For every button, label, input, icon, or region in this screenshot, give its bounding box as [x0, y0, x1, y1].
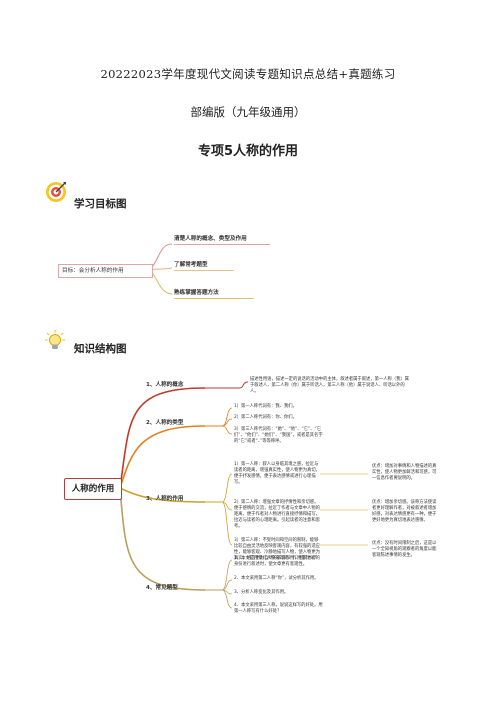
question-type-2: 2、本文采用第二人称“你”，试分析其作用。 [234, 576, 319, 581]
branch-label-functions: 3、人称的作用 [146, 496, 184, 502]
topic-title: 专项5人称的作用 [197, 144, 299, 159]
types-item-1: 1）第一人称代词有：我、我们。 [234, 404, 297, 409]
function-note-3: 优点：没有时间限制之后，这是以一个全知视角的观察者的角度以能客观陈述事情的发生。 [372, 541, 437, 558]
branch-label-question-types: 4、常见题型 [146, 585, 178, 591]
goal-branch-2: 了解常考题型 [174, 260, 234, 271]
structure-root-node: 人称的作用 [64, 478, 122, 500]
branch-label-concept: 1、人称的概念 [146, 382, 184, 388]
structure-heading: 知识结构图 [74, 343, 127, 355]
function-note-2: 优点：增加亲切感。该称方法使读者更好理解作者，对被叙述者增加好感，对表达情感更有… [372, 500, 437, 523]
function-note-1: 优点：增加对事情和人物描述的真实性，使人物更加鲜活和可感，可一信息作者要说明的。 [372, 464, 437, 481]
doc-title-line1: 20222023学年度现代文阅读专题知识点总结+真题练习 [100, 67, 396, 81]
lightbulb-icon [44, 329, 66, 351]
question-type-4: 4、本文采用第三人称，说说这样写的好处。用第一人称写有什么好处？ [234, 603, 323, 614]
goals-heading: 学习目标图 [74, 198, 127, 210]
function-item-1: 1）第一人称：叙人以身临其境之感，拉近与读者的距离，增强真实性，使人物更为真切，… [234, 462, 320, 485]
function-item-3: 3）第三人称：不受时间和空间的限制，能够比较自由灵活地反映客观内容，有较强的适应… [234, 538, 320, 567]
doc-title-line2: 部编版（九年级通用） [190, 105, 306, 119]
target-icon [45, 181, 67, 203]
question-type-1: 1、本文是用第几人称来写的？作用是什么？ [234, 556, 319, 561]
types-item-2: 2）第二人称代词有：你、你们。 [234, 415, 297, 420]
goal-branch-1: 清楚人称的概念、类型及作用 [174, 234, 270, 245]
goals-center-node: 目标：会分析人称的作用 [58, 264, 153, 278]
question-type-3: 3、分析人称变化及其作用。 [234, 590, 289, 595]
goal-branch-3: 熟练掌握答题方法 [174, 288, 254, 299]
function-item-2: 2）第二人称：增强文章的抒情性和亲切感。便于感情的交流，拉近了作者与文章中人物的… [234, 500, 320, 529]
types-item-3: 3）第三人称代词有：“她”、“他”、“它”、“它们”、“他们”、“她们”、“我国… [234, 427, 323, 444]
branch-label-types: 2、人称的类型 [146, 420, 184, 426]
branch-concept-text: 描述性用语，描述一定的说话的活动中的主体，叙述者属于叙述，第一人称（我）属于叙述… [250, 377, 409, 394]
